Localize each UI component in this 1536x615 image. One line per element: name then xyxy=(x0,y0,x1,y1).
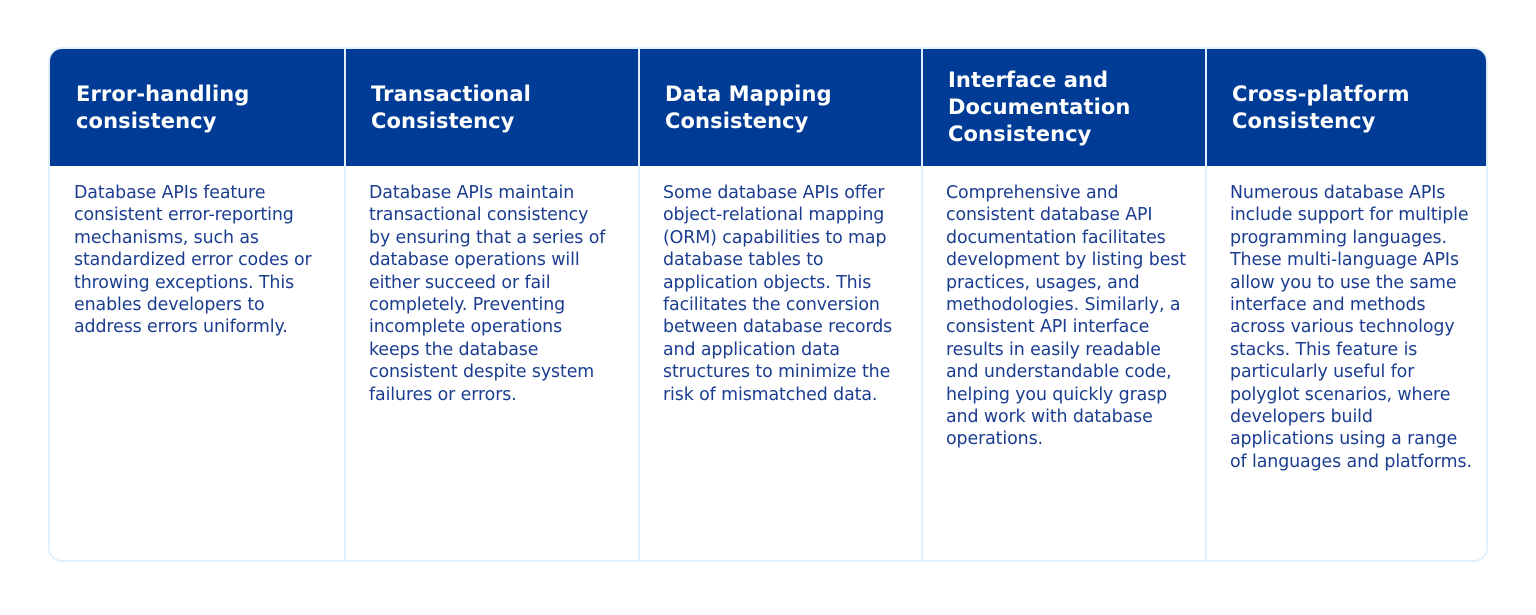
column-divider xyxy=(921,49,923,560)
header-title-cross-platform: Cross-platform Consistency xyxy=(1232,81,1410,133)
header-title-data-mapping: Data Mapping Consistency xyxy=(665,81,832,133)
column-divider xyxy=(1205,49,1207,560)
body-cell-interface-documentation: Comprehensive and consistent database AP… xyxy=(922,182,1204,451)
body-text-data-mapping: Some database APIs offer object-relation… xyxy=(663,183,893,405)
body-text-error-handling: Database APIs feature consistent error-r… xyxy=(74,183,312,338)
header-title-error-handling: Error-handling consistency xyxy=(76,81,250,133)
header-cell-cross-platform: Cross-platform Consistency xyxy=(1206,49,1486,166)
body-text-cross-platform: Numerous database APIs include support f… xyxy=(1230,183,1472,472)
header-cell-transactional: Transactional Consistency xyxy=(345,49,639,166)
column-divider xyxy=(638,49,640,560)
header-title-transactional: Transactional Consistency xyxy=(371,81,531,133)
body-text-transactional: Database APIs maintain transactional con… xyxy=(369,183,606,405)
body-text-interface-documentation: Comprehensive and consistent database AP… xyxy=(946,183,1186,450)
body-cell-error-handling: Database APIs feature consistent error-r… xyxy=(50,182,322,339)
table-header-row: Error-handling consistency Transactional… xyxy=(50,49,1486,166)
body-cell-cross-platform: Numerous database APIs include support f… xyxy=(1206,182,1484,473)
comparison-table: Error-handling consistency Transactional… xyxy=(48,47,1488,562)
column-divider xyxy=(344,49,346,560)
header-cell-error-handling: Error-handling consistency xyxy=(50,49,345,166)
header-cell-interface-documentation: Interface and Documentation Consistency xyxy=(922,49,1206,166)
body-cell-transactional: Database APIs maintain transactional con… xyxy=(345,182,620,406)
header-title-interface-documentation: Interface and Documentation Consistency xyxy=(948,68,1131,146)
header-cell-data-mapping: Data Mapping Consistency xyxy=(639,49,922,166)
body-cell-data-mapping: Some database APIs offer object-relation… xyxy=(639,182,917,406)
